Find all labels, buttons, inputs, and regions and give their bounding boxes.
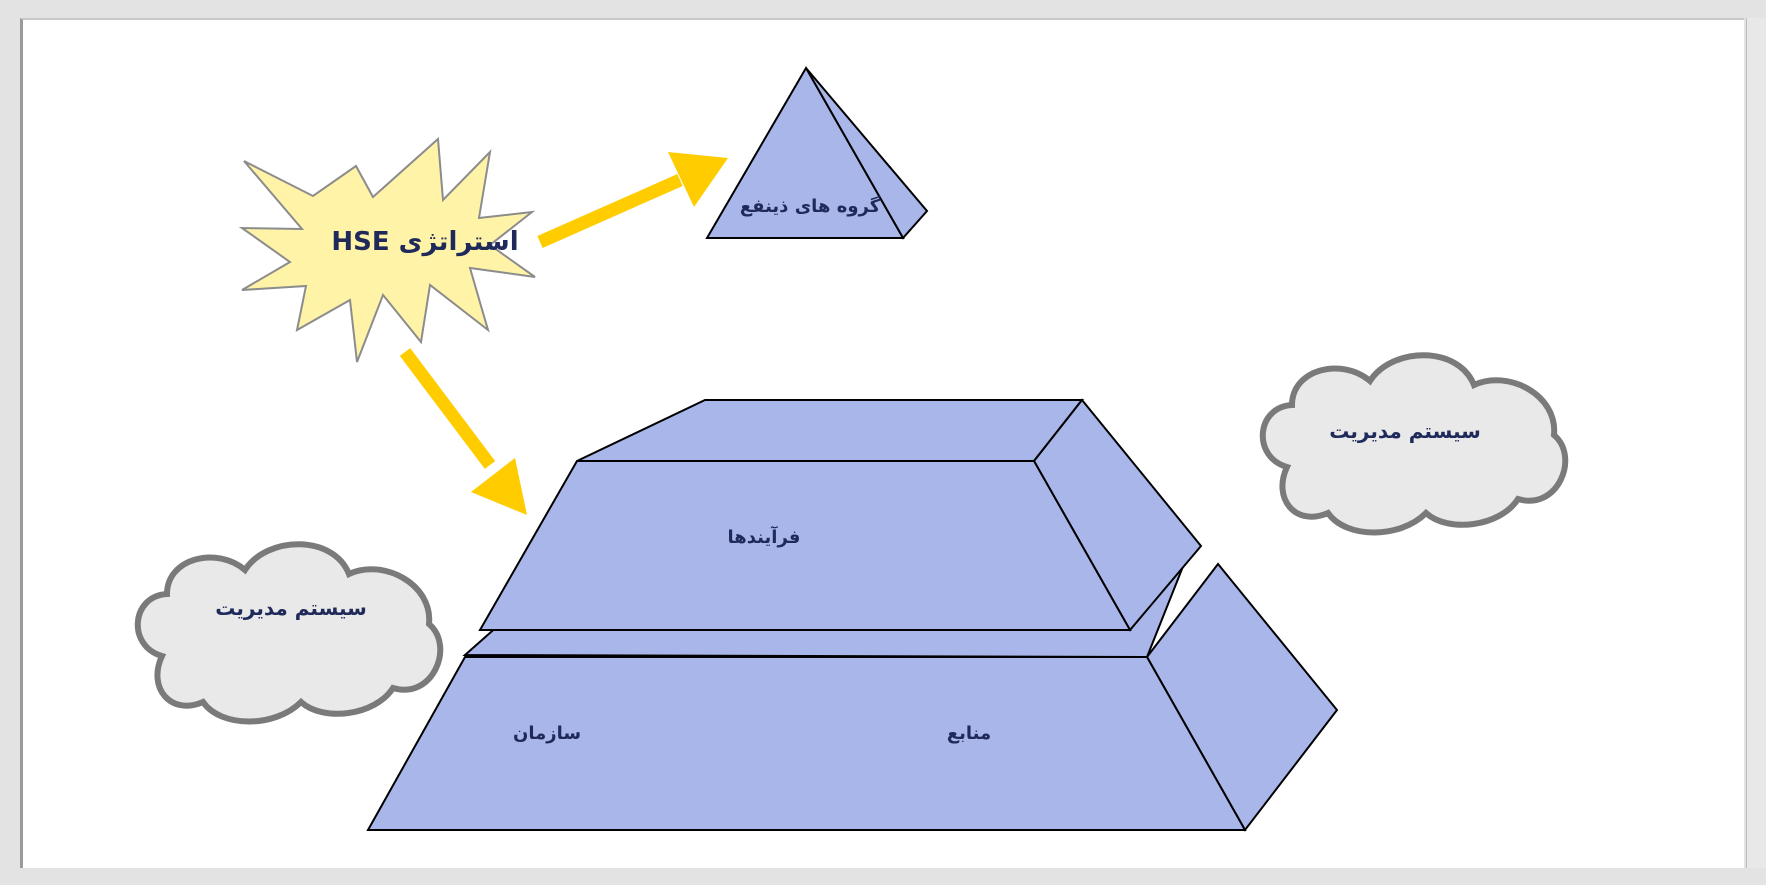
processes-label: فرآیندها [728, 525, 801, 548]
cloud-right [1259, 352, 1569, 536]
stakeholders-label: گروه های ذینفع [740, 195, 881, 217]
top-block-front-face [478, 460, 1132, 631]
stakeholders-pyramid [705, 65, 929, 240]
strategy-label: استراتژی HSE [331, 227, 518, 257]
top-block-top-face [576, 399, 1085, 462]
arrow-to-processes [399, 348, 527, 515]
slide-edge [1746, 18, 1766, 868]
strategy-starburst [238, 136, 536, 363]
arrow-to-stakeholders [537, 152, 728, 248]
pyramid-top-block [478, 398, 1203, 632]
cloud-left [134, 541, 444, 725]
organization-label: سازمان [513, 723, 581, 744]
resources-label: منابع [947, 723, 991, 744]
cloud-left-label: سیستم مدیریت [215, 596, 367, 620]
cloud-right-label: سیستم مدیریت [1329, 419, 1481, 443]
stakeholders-pyramid-front [705, 65, 905, 239]
bottom-block-front-face [366, 656, 1247, 831]
